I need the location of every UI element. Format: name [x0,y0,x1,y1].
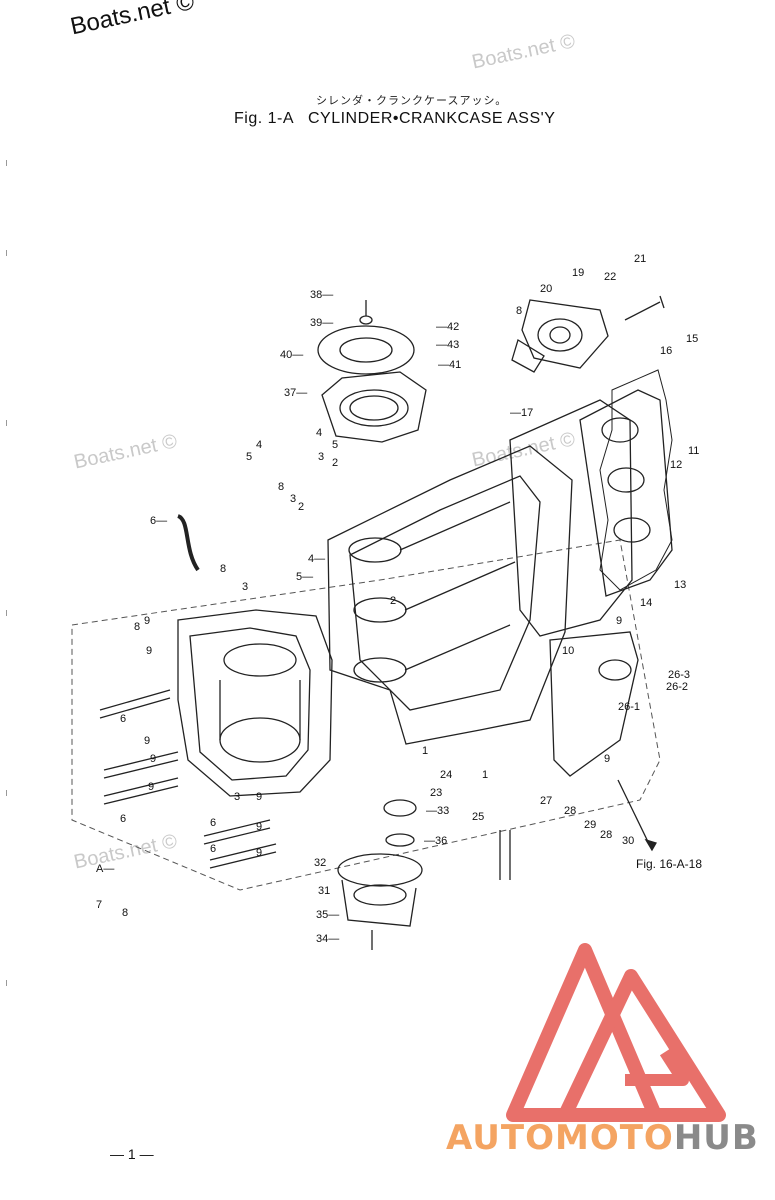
svg-text:—17: —17 [510,407,533,419]
svg-text:34—: 34— [316,933,339,945]
svg-text:38—: 38— [310,289,333,301]
svg-text:5—: 5— [296,571,313,583]
svg-text:28: 28 [600,829,612,841]
svg-text:26-2: 26-2 [666,681,688,693]
svg-text:23: 23 [430,787,442,799]
svg-text:19: 19 [572,267,584,279]
svg-text:2: 2 [298,501,304,513]
svg-text:6: 6 [120,713,126,725]
svg-text:3: 3 [242,581,248,593]
svg-text:—41: —41 [438,359,461,371]
svg-text:3: 3 [318,451,324,463]
svg-text:21: 21 [634,253,646,265]
svg-text:32: 32 [314,857,326,869]
svg-text:13: 13 [674,579,686,591]
svg-text:9: 9 [256,821,262,833]
svg-text:—42: —42 [436,321,459,333]
svg-text:9: 9 [146,645,152,657]
svg-text:6: 6 [210,843,216,855]
svg-text:31: 31 [318,885,330,897]
svg-text:28: 28 [564,805,576,817]
page-number: — 1 — [110,1146,154,1162]
svg-text:15: 15 [686,333,698,345]
svg-text:12: 12 [670,459,682,471]
svg-text:3: 3 [234,791,240,803]
svg-text:27: 27 [540,795,552,807]
figure-reference-label: Fig. 16-A-18 [636,857,703,871]
svg-text:8: 8 [220,563,226,575]
svg-text:37—: 37— [284,387,307,399]
svg-text:29: 29 [584,819,596,831]
svg-text:26-1: 26-1 [618,701,640,713]
boats-net-watermark: Boats.net © [68,0,197,41]
svg-text:16: 16 [660,345,672,357]
svg-text:25: 25 [472,811,484,823]
figure-title: Fig. 1-A CYLINDER•CRANKCASE ASS'Y [234,110,556,127]
svg-text:9: 9 [148,781,154,793]
svg-text:10: 10 [562,645,574,657]
svg-text:9: 9 [616,615,622,627]
svg-text:9: 9 [256,847,262,859]
japanese-title: シレンダ・クランクケースアッシ。 [316,95,508,107]
svg-text:4: 4 [256,439,262,451]
svg-text:14: 14 [640,597,652,609]
svg-text:40—: 40— [280,349,303,361]
svg-text:9: 9 [150,753,156,765]
svg-text:7: 7 [96,899,102,911]
svg-text:39—: 39— [310,317,333,329]
svg-text:3: 3 [290,493,296,505]
svg-text:5: 5 [332,439,338,451]
svg-text:35—: 35— [316,909,339,921]
svg-text:26-3: 26-3 [668,669,690,681]
svg-text:6—: 6— [150,515,167,527]
exploded-parts-diagram: 38— 39— 40— 37— —42 —43 —41 8 20 19 22 2… [71,253,699,950]
svg-text:8: 8 [134,621,140,633]
svg-text:9: 9 [144,735,150,747]
svg-text:20: 20 [540,283,552,295]
svg-text:6: 6 [120,813,126,825]
svg-text:8: 8 [278,481,284,493]
boats-net-watermark-faint: Boats.net © [470,30,578,74]
svg-text:—43: —43 [436,339,459,351]
svg-text:4: 4 [316,427,322,439]
automotohub-brand-text: AUTOMOTOHUB [446,1118,759,1158]
svg-text:30: 30 [622,835,634,847]
svg-text:4—: 4— [308,553,325,565]
svg-text:8: 8 [122,907,128,919]
svg-text:2: 2 [332,457,338,469]
svg-text:—33: —33 [426,805,449,817]
svg-text:8: 8 [516,305,522,317]
automotohub-logo [506,943,726,1122]
svg-text:1: 1 [482,769,488,781]
svg-text:9: 9 [144,615,150,627]
svg-text:A—: A— [96,863,114,875]
svg-text:24: 24 [440,769,452,781]
svg-text:9: 9 [256,791,262,803]
svg-text:5: 5 [246,451,252,463]
svg-text:22: 22 [604,271,616,283]
svg-text:6: 6 [210,817,216,829]
svg-text:1: 1 [422,745,428,757]
svg-text:9: 9 [604,753,610,765]
svg-text:11: 11 [688,445,699,457]
svg-text:—36: —36 [424,835,447,847]
svg-text:2: 2 [390,595,396,607]
